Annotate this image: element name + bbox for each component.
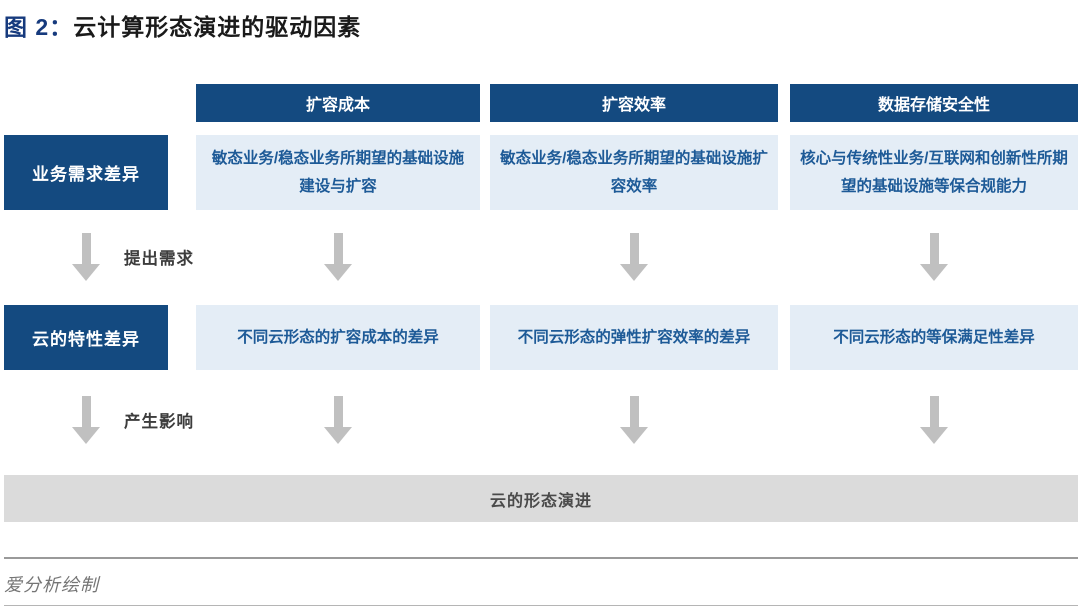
cell-characteristics-cost: 不同云形态的扩容成本的差异	[196, 305, 480, 370]
separator-line	[4, 557, 1078, 559]
bottom-border-line	[4, 605, 1078, 606]
column-header-expansion-efficiency: 扩容效率	[490, 84, 778, 122]
down-arrow-icon	[72, 396, 100, 444]
arrow-slot-col1-1	[196, 232, 480, 282]
arrow-row-impact: 产生影响	[4, 395, 1078, 445]
down-arrow-icon	[72, 233, 100, 281]
cell-characteristics-security: 不同云形态的等保满足性差异	[790, 305, 1078, 370]
credit-text: 爱分析绘制	[4, 575, 99, 595]
cell-characteristics-efficiency: 不同云形态的弹性扩容效率的差异	[490, 305, 778, 370]
figure-title-text: 云计算形态演进的驱动因素	[73, 14, 362, 40]
column-header-expansion-cost: 扩容成本	[196, 84, 480, 122]
column-header-data-storage-security: 数据存储安全性	[790, 84, 1078, 122]
arrow-caption-raise-demand: 提出需求	[124, 250, 194, 268]
arrow-slot-col1-2	[196, 395, 480, 445]
figure-title: 图 2：云计算形态演进的驱动因素	[4, 8, 1078, 42]
arrow-slot-left-1: 提出需求	[4, 232, 193, 282]
down-arrow-icon	[920, 233, 948, 281]
figure-number: 图 2：	[4, 14, 74, 40]
row-label-cloud-characteristics: 云的特性差异	[4, 305, 168, 370]
cell-demand-cost: 敏态业务/稳态业务所期望的基础设施建设与扩容	[196, 135, 480, 210]
row-cloud-characteristics: 云的特性差异 不同云形态的扩容成本的差异 不同云形态的弹性扩容效率的差异 不同云…	[4, 305, 1078, 370]
row-label-business-demand: 业务需求差异	[4, 135, 168, 210]
row-business-demand: 业务需求差异 敏态业务/稳态业务所期望的基础设施建设与扩容 敏态业务/稳态业务所…	[4, 135, 1078, 210]
diagram-page: 图 2：云计算形态演进的驱动因素 扩容成本 扩容效率 数据存储安全性 业务需求差…	[4, 8, 1078, 597]
cell-demand-security: 核心与传统性业务/互联网和创新性所期望的基础设施等保合规能力	[790, 135, 1078, 210]
header-spacer	[4, 84, 168, 122]
arrow-caption-produce-impact: 产生影响	[124, 413, 194, 431]
down-arrow-icon	[920, 396, 948, 444]
down-arrow-icon	[620, 396, 648, 444]
down-arrow-icon	[620, 233, 648, 281]
arrow-slot-col2-2	[490, 395, 778, 445]
arrow-slot-col3-1	[790, 232, 1078, 282]
arrow-slot-left-2: 产生影响	[4, 395, 193, 445]
down-arrow-icon	[324, 233, 352, 281]
arrow-row-demand: 提出需求	[4, 232, 1078, 282]
cell-demand-efficiency: 敏态业务/稳态业务所期望的基础设施扩容效率	[490, 135, 778, 210]
down-arrow-icon	[324, 396, 352, 444]
column-header-row: 扩容成本 扩容效率 数据存储安全性	[4, 84, 1078, 122]
arrow-slot-col2-1	[490, 232, 778, 282]
result-bar-cloud-form-evolution: 云的形态演进	[4, 475, 1078, 522]
arrow-slot-col3-2	[790, 395, 1078, 445]
